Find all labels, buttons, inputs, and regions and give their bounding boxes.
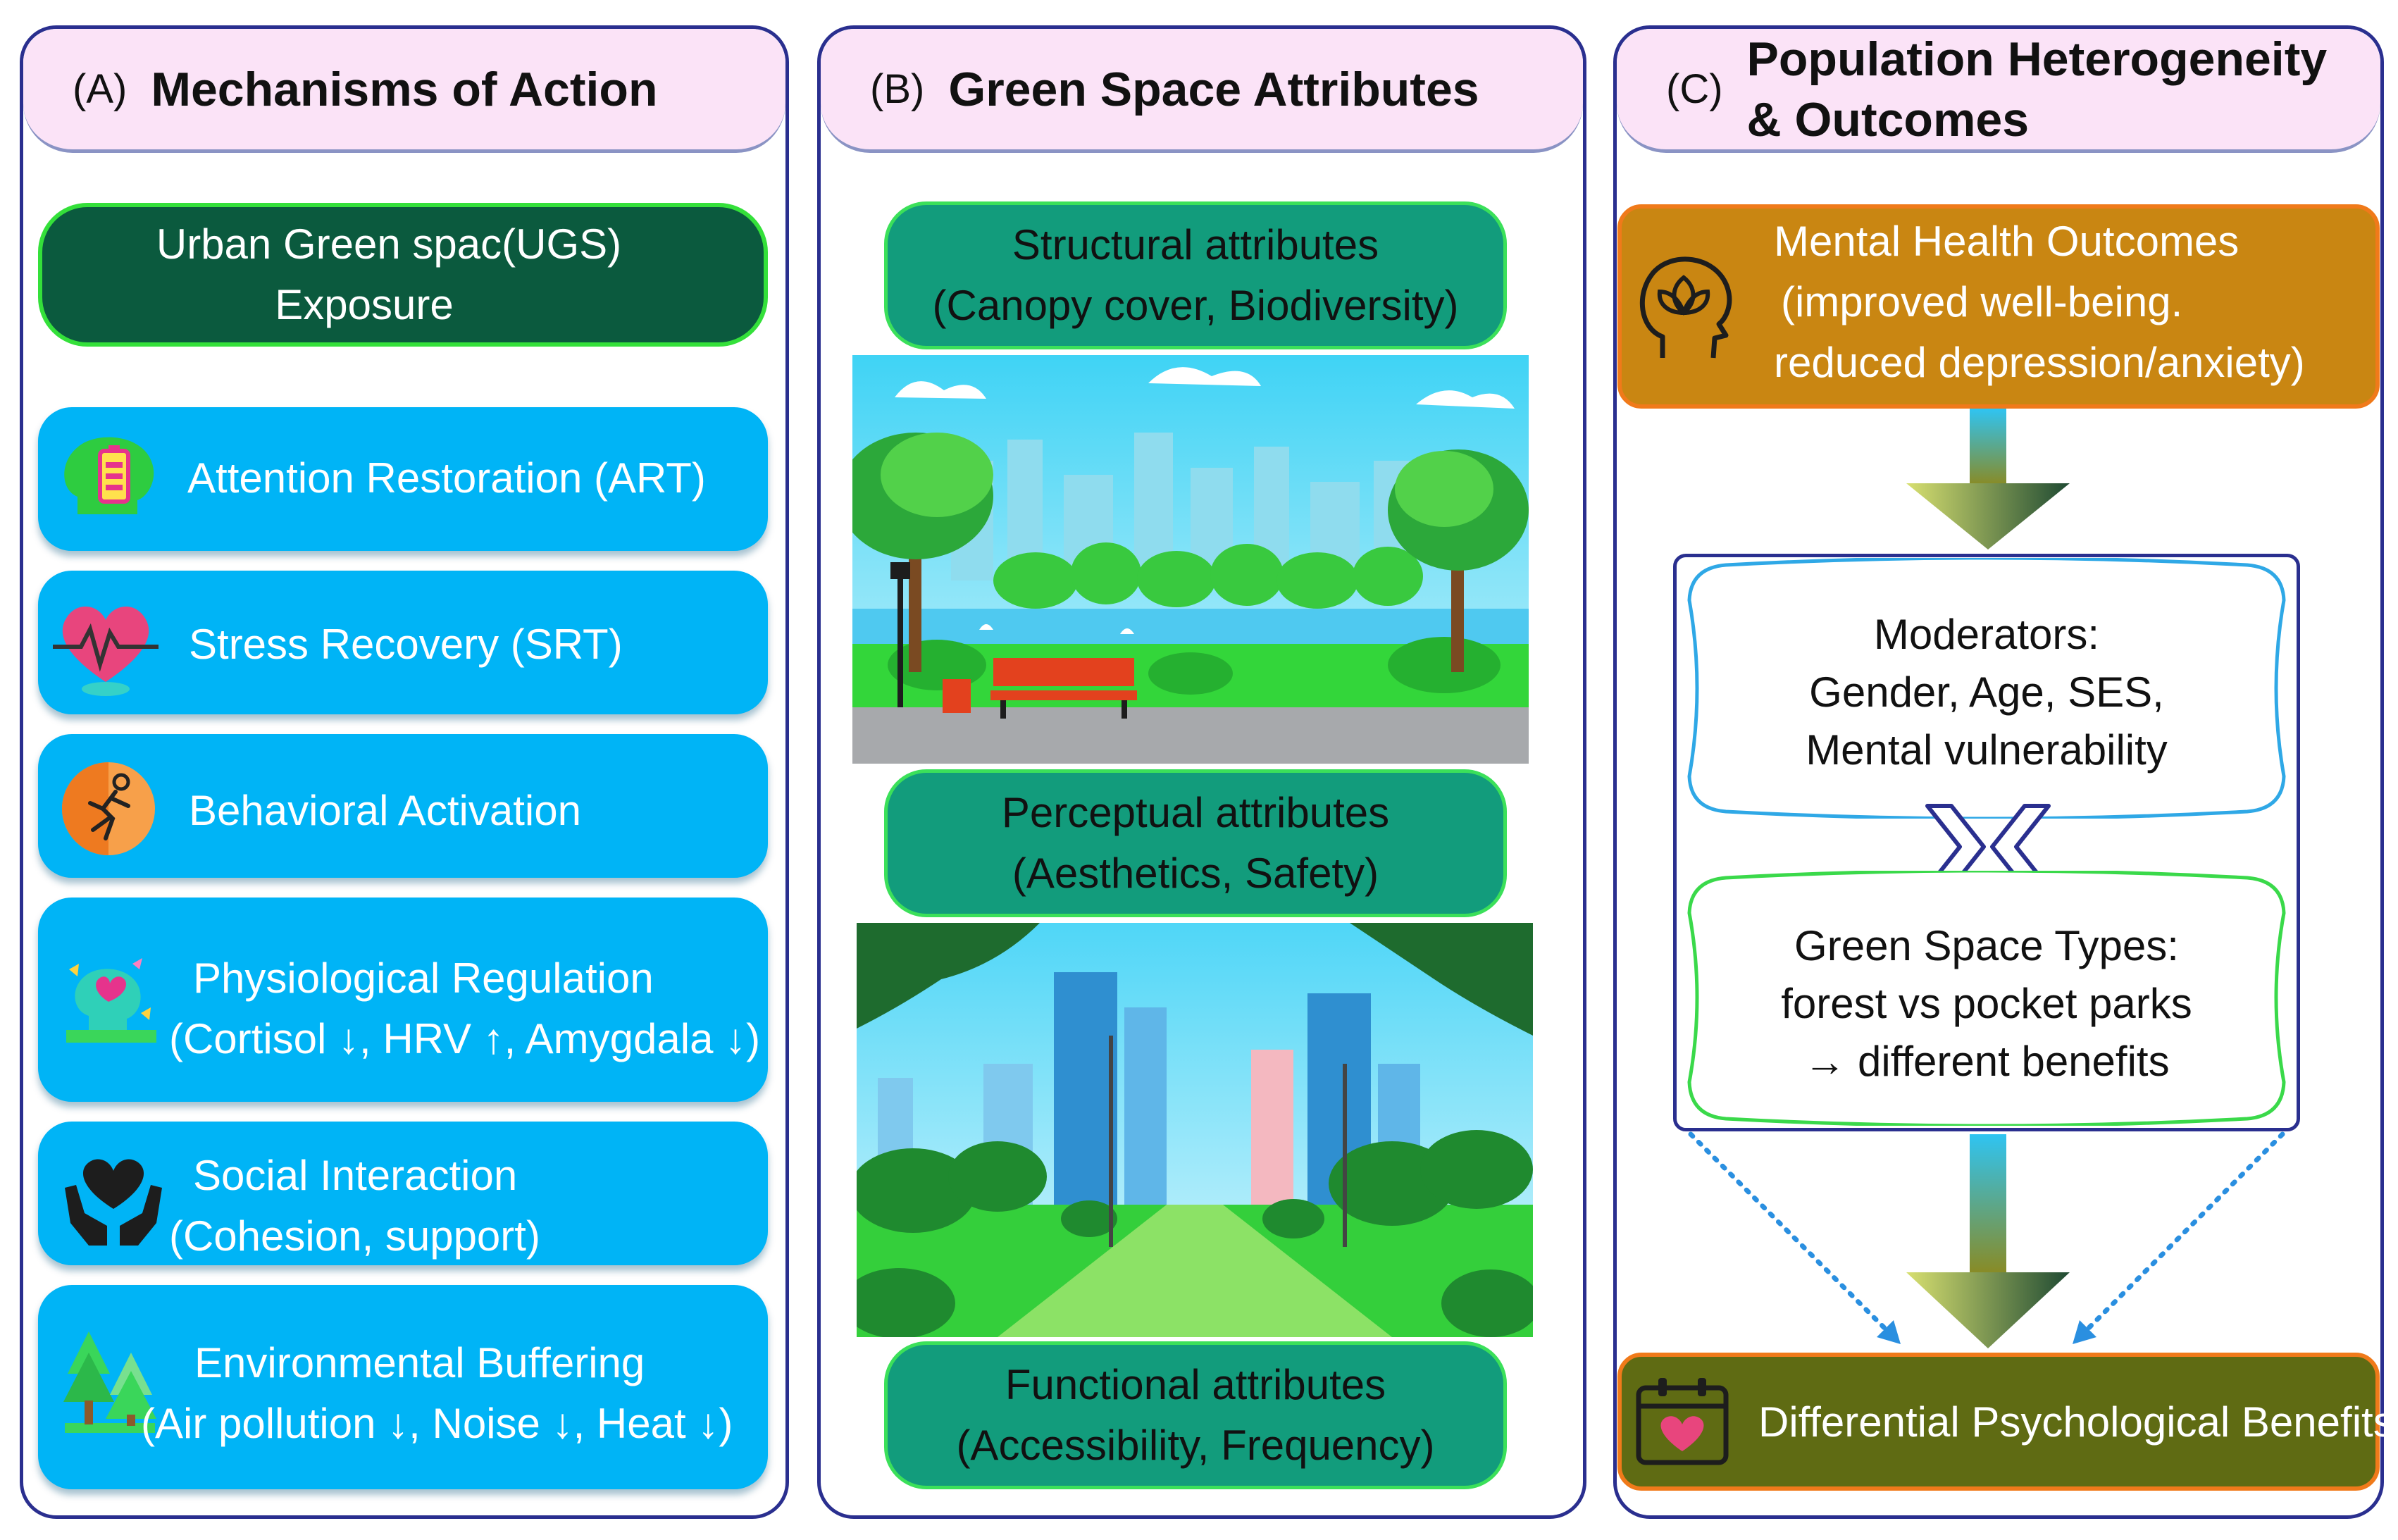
panel-c-title-line1: Population Heterogeneity [1746,32,2328,86]
dotted-arrows [1688,1131,2285,1344]
functional-line1: Functional attributes [1005,1361,1386,1408]
down-arrow-top [1906,409,2070,549]
mental-health-outcomes-box [1617,204,2380,409]
functional-attributes-box: Functional attributes (Accessibility, Fr… [884,1341,1507,1489]
mechanism-environmental-buffering [38,1285,768,1489]
mechanism-label-social: Social Interaction [193,1152,518,1199]
lotus-head-icon [1639,256,1732,359]
moderators-cloud [1687,558,2286,819]
structural-attributes-box: Structural attributes (Canopy cover, Bio… [884,201,1507,349]
structural-line1: Structural attributes [1012,221,1379,268]
mechanism-label-art: Attention Restoration (ART) [187,454,706,502]
types-line2: forest vs pocket parks [1781,980,2192,1027]
park-lake-illustration [852,355,1529,764]
panel-a-title: Mechanisms of Action [151,62,658,116]
panel-c-title-line2: & Outcomes [1746,92,2030,147]
types-line3: → different benefits [1803,1038,2170,1085]
functional-line2: (Accessibility, Frequency) [956,1422,1435,1469]
benefits-label: Differential Psychological Benefits [1758,1398,2394,1446]
outcome-line1: Mental Health Outcomes [1774,218,2239,265]
panel-b-header: (B) Green Space Attributes [821,29,1583,153]
perceptual-attributes-box: Perceptual attributes (Aesthetics, Safet… [884,769,1507,917]
moderators-line3: Mental vulnerability [1806,726,2168,774]
outcome-line3: reduced depression/anxiety) [1774,339,2305,386]
mechanism-sub-social: (Cohesion, support) [169,1212,540,1260]
moderators-line2: Gender, Age, SES, [1809,669,2164,716]
panel-c-header: (C) Population Heterogeneity & Outcomes [1617,29,2380,153]
types-line1: Green Space Types: [1794,922,2179,969]
brain-heart-icon [66,958,156,1043]
calendar-heart-icon [1636,1378,1729,1465]
trees-icon [63,1331,156,1433]
panel-c-letter: (C) [1666,66,1723,112]
mechanism-sub-env: (Air pollution ↓, Noise ↓, Heat ↓) [141,1400,733,1447]
mechanism-behavioral-activation [38,734,768,878]
heart-pulse-icon [53,606,159,696]
psychological-benefits-box [1617,1353,2380,1491]
down-arrow-bottom [1906,1134,2070,1348]
mechanism-label-env: Environmental Buffering [194,1339,645,1386]
panel-a-header: (A) Mechanisms of Action [23,29,785,153]
mechanism-attention-restoration [38,407,768,551]
ugs-exposure-box: Urban Green spac(UGS) Exposure [38,203,768,347]
panel-c-title-block: Population Heterogeneity & Outcomes [1747,29,2328,150]
panel-b-letter: (B) [870,66,925,112]
outcome-line2: (improved well-being. [1781,278,2183,325]
perceptual-line1: Perceptual attributes [1001,789,1390,836]
mechanism-stress-recovery [38,571,768,714]
mechanism-label-srt: Stress Recovery (SRT) [189,621,623,668]
brain-battery-icon [64,437,154,514]
runner-icon [62,762,155,855]
green-space-types-cloud [1687,871,2286,1126]
mechanism-label-physio: Physiological Regulation [193,955,654,1002]
ugs-exposure-line2: Exposure [275,281,454,328]
structural-line2: (Canopy cover, Biodiversity) [932,282,1459,329]
mechanism-label-ba: Behavioral Activation [189,787,581,834]
mechanism-physiological-regulation [38,898,768,1102]
ugs-exposure-line1: Urban Green spac(UGS) [156,221,622,268]
hands-heart-icon [65,1159,162,1246]
panel-a-letter: (A) [73,66,128,112]
moderators-line1: Moderators: [1873,611,2100,658]
park-city-illustration [857,923,1533,1337]
perceptual-line2: (Aesthetics, Safety) [1012,850,1379,897]
panel-b-title: Green Space Attributes [948,62,1479,116]
mechanism-sub-physio: (Cortisol ↓, HRV ↑, Amygdala ↓) [169,1015,761,1062]
